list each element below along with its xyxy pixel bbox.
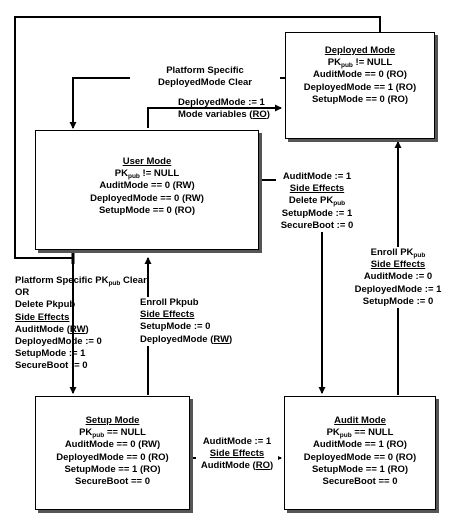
label-setup-to-audit: AuditMode := 1 Side Effects AuditMode (R…	[196, 436, 278, 473]
state-title: Setup Mode	[85, 415, 140, 426]
state-line: SecureBoot == 0	[75, 476, 150, 488]
pk-condition: PKpub != NULL	[327, 57, 393, 70]
state-line: AuditMode == 1 (RO)	[313, 439, 407, 451]
state-deployed-mode: Deployed Mode PKpub != NULL AuditMode ==…	[285, 32, 435, 139]
state-setup-mode: Setup Mode PKpub == NULL AuditMode == 0 …	[35, 396, 190, 510]
label-enroll-audit-to-deployed: Enroll PKpub Side Effects AuditMode := 0…	[354, 247, 442, 309]
label-platform-pk-clear: Platform Specific PKpub Clear OR Delete …	[15, 275, 147, 372]
pk-condition: PKpub == NULL	[79, 427, 146, 440]
label-user-to-audit: AuditMode := 1 Side Effects Delete PKpub…	[276, 171, 358, 233]
label-user-to-deployed: DeployedMode := 1 Mode variables (RO)	[178, 97, 270, 121]
state-title: User Mode	[122, 156, 172, 167]
state-line: SetupMode == 0 (RO)	[311, 93, 409, 105]
state-title: Deployed Mode	[324, 45, 396, 56]
state-line: DeployedMode == 1 (RO)	[303, 81, 417, 93]
state-line: AuditMode == 0 (RW)	[64, 439, 161, 451]
state-title: Audit Mode	[334, 415, 386, 426]
state-line: DeployedMode == 0 (RO)	[303, 451, 417, 463]
state-line: SetupMode == 0 (RO)	[98, 204, 196, 216]
pk-condition: PKpub == NULL	[326, 427, 394, 440]
pk-condition: PKpub != NULL	[114, 168, 180, 181]
label-enroll-setup-to-user: Enroll Pkpub Side Effects SetupMode := 0…	[140, 297, 233, 346]
state-line: DeployedMode == 0 (RO)	[56, 451, 169, 463]
state-line: DeployedMode == 0 (RW)	[90, 192, 204, 204]
state-line: AuditMode == 0 (RW)	[99, 180, 195, 192]
state-line: AuditMode == 0 (RO)	[313, 69, 407, 81]
state-user-mode: User Mode PKpub != NULL AuditMode == 0 (…	[35, 130, 259, 250]
state-line: SetupMode == 1 (RO)	[64, 463, 161, 475]
label-platform-deployedmode-clear: Platform Specific DeployedMode Clear	[130, 65, 280, 90]
arrow-platform-clear-loop	[14, 16, 381, 394]
state-line: SetupMode == 1 (RO)	[311, 463, 409, 475]
state-line: SecureBoot == 0	[322, 476, 398, 488]
arrow-user-to-deployed	[147, 104, 282, 128]
state-audit-mode: Audit Mode PKpub == NULL AuditMode == 1 …	[284, 396, 436, 510]
